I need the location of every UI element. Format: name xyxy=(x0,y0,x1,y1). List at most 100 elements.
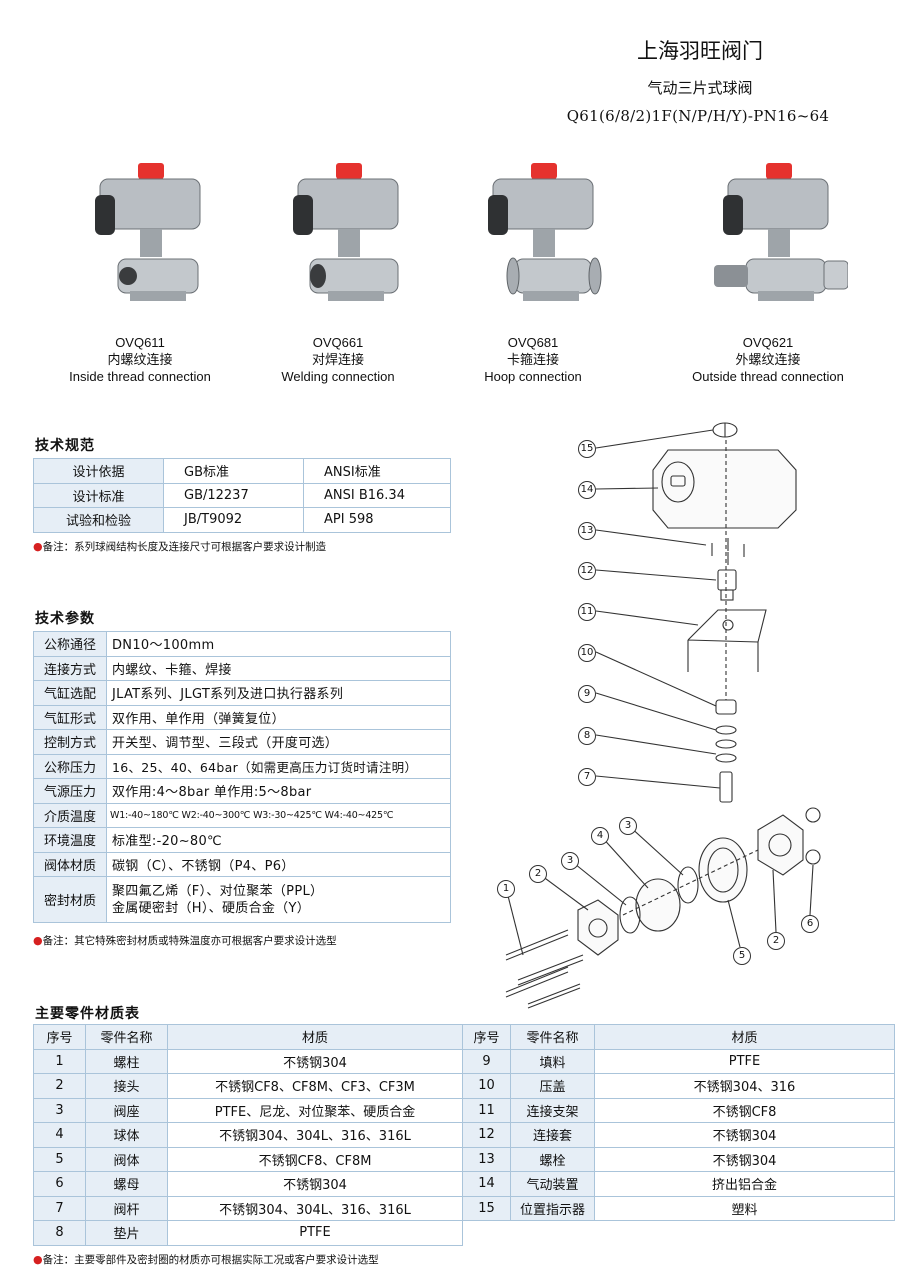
part-material: PTFE、尼龙、对位聚苯、硬质合金 xyxy=(167,1097,463,1123)
part-material: 不锈钢304 xyxy=(167,1171,463,1197)
part-name: 垫片 xyxy=(85,1220,168,1246)
product-en: Welding connection xyxy=(281,369,395,384)
spec-ansi: API 598 xyxy=(303,507,451,533)
callout-11: 11 xyxy=(578,603,596,621)
valve-thread-image xyxy=(95,163,201,301)
spec-key: 设计依据 xyxy=(33,458,164,484)
part-material: 塑料 xyxy=(594,1195,895,1221)
param-value: 开关型、调节型、三段式（开度可选） xyxy=(106,729,451,755)
param-value: W1:-40~180℃ W2:-40~300℃ W3:-30~425℃ W4:-… xyxy=(106,802,451,828)
param-key: 控制方式 xyxy=(33,729,107,755)
spec-ansi: ANSI B16.34 xyxy=(303,482,451,508)
param-value: 聚四氟乙烯（F）、对位聚苯（PPL）金属硬密封（H）、硬质合金（Y） xyxy=(106,876,451,923)
param-value: 双作用:4～8bar 单作用:5～8bar xyxy=(106,778,451,804)
param-value: 16、25、40、64bar（如需更高压力订货时请注明） xyxy=(106,753,451,779)
product-en: Inside thread connection xyxy=(69,369,211,384)
header-cell: 序号 xyxy=(33,1024,86,1050)
part-material: 不锈钢CF8、CF8M xyxy=(167,1146,463,1172)
part-no: 1 xyxy=(33,1048,86,1074)
parts-note-text: 备注：主要零部件及密封圈的材质亦可根据实际工况或客户要求设计选型 xyxy=(42,1254,379,1266)
param-value: 标准型:-20~80℃ xyxy=(106,827,451,853)
param-key: 公称通径 xyxy=(33,631,107,657)
part-no: 14 xyxy=(462,1171,511,1197)
company-name: 上海羽旺阀门 xyxy=(637,39,763,63)
spec-title: 技术规范 xyxy=(35,438,95,454)
table-row: 设计依据 GB标准 ANSI标准 xyxy=(33,458,451,484)
part-material: PTFE xyxy=(167,1220,463,1246)
header-cell: 零件名称 xyxy=(510,1024,595,1050)
part-material: 不锈钢304 xyxy=(594,1146,895,1172)
param-key: 密封材质 xyxy=(33,876,107,923)
param-key: 连接方式 xyxy=(33,655,107,681)
part-name: 接头 xyxy=(85,1073,168,1099)
param-key: 环境温度 xyxy=(33,827,107,853)
table-header-row: 序号 零件名称 材质 序号 零件名称 材质 xyxy=(33,1024,895,1050)
product-en: Hoop connection xyxy=(484,369,582,384)
param-value: JLAT系列、JLGT系列及进口执行器系列 xyxy=(106,680,451,706)
part-no: 3 xyxy=(33,1097,86,1123)
part-no: 8 xyxy=(33,1220,86,1246)
param-key: 气缸选配 xyxy=(33,680,107,706)
part-name: 气动装置 xyxy=(510,1171,595,1197)
callout-2-left: 2 xyxy=(529,865,547,883)
header-cell: 材质 xyxy=(167,1024,463,1050)
param-value: 双作用、单作用（弹簧复位） xyxy=(106,704,451,730)
table-row: 连接方式内螺纹、卡箍、焊接 xyxy=(33,655,451,681)
part-no: 11 xyxy=(462,1097,511,1123)
spec-note-text: 备注：系列球阀结构长度及连接尺寸可根据客户要求设计制造 xyxy=(42,541,327,553)
spec-gb: GB/12237 xyxy=(163,482,304,508)
part-name: 螺栓 xyxy=(510,1146,595,1172)
product-en: Outside thread connection xyxy=(692,369,844,384)
callout-4: 4 xyxy=(591,827,609,845)
table-row: 环境温度标准型:-20~80℃ xyxy=(33,827,451,853)
part-name: 填料 xyxy=(510,1048,595,1074)
product-cn: 内螺纹连接 xyxy=(107,352,173,367)
valve-weld-image xyxy=(293,163,399,301)
table-row: 设计标准 GB/12237 ANSI B16.34 xyxy=(33,482,451,508)
callout-7: 7 xyxy=(578,768,596,786)
part-name: 连接套 xyxy=(510,1122,595,1148)
header-cell: 零件名称 xyxy=(85,1024,168,1050)
exploded-diagram xyxy=(505,422,821,1009)
header-cell: 序号 xyxy=(462,1024,511,1050)
part-name: 压盖 xyxy=(510,1073,595,1099)
part-name: 阀体 xyxy=(85,1146,168,1172)
part-name: 阀杆 xyxy=(85,1195,168,1221)
part-material: 不锈钢304、304L、316、316L xyxy=(167,1122,463,1148)
table-row: 气缸形式双作用、单作用（弹簧复位） xyxy=(33,704,451,730)
product-name: 气动三片式球阀 xyxy=(647,79,753,97)
param-key: 气缸形式 xyxy=(33,704,107,730)
part-name: 球体 xyxy=(85,1122,168,1148)
product-card-ovq661: OVQ661 对焊连接 Welding connection xyxy=(238,155,438,384)
callout-13: 13 xyxy=(578,522,596,540)
part-material: 不锈钢304 xyxy=(167,1048,463,1074)
part-material: 挤出铝合金 xyxy=(594,1171,895,1197)
param-value: 内螺纹、卡箍、焊接 xyxy=(106,655,451,681)
part-material: 不锈钢CF8 xyxy=(594,1097,895,1123)
spec-table: 设计依据 GB标准 ANSI标准 设计标准 GB/12237 ANSI B16.… xyxy=(33,458,451,533)
part-no: 15 xyxy=(462,1195,511,1221)
table-row: 控制方式开关型、调节型、三段式（开度可选） xyxy=(33,729,451,755)
part-material: 不锈钢304、304L、316、316L xyxy=(167,1195,463,1221)
param-key: 公称压力 xyxy=(33,753,107,779)
part-no: 5 xyxy=(33,1146,86,1172)
param-value-line: 金属硬密封（H）、硬质合金（Y） xyxy=(112,900,311,916)
part-no: 9 xyxy=(462,1048,511,1074)
spec-note: ●备注：系列球阀结构长度及连接尺寸可根据客户要求设计制造 xyxy=(33,540,327,553)
callout-2-right: 2 xyxy=(767,932,785,950)
callout-12: 12 xyxy=(578,562,596,580)
callout-15: 15 xyxy=(578,440,596,458)
params-note: ●备注：其它特殊密封材质或特殊温度亦可根据客户要求设计选型 xyxy=(33,934,337,947)
callout-8: 8 xyxy=(578,727,596,745)
part-no: 10 xyxy=(462,1073,511,1099)
params-note-text: 备注：其它特殊密封材质或特殊温度亦可根据客户要求设计选型 xyxy=(42,935,337,947)
product-code: OVQ661 xyxy=(312,335,364,350)
part-material: PTFE xyxy=(594,1048,895,1074)
callout-6: 6 xyxy=(801,915,819,933)
